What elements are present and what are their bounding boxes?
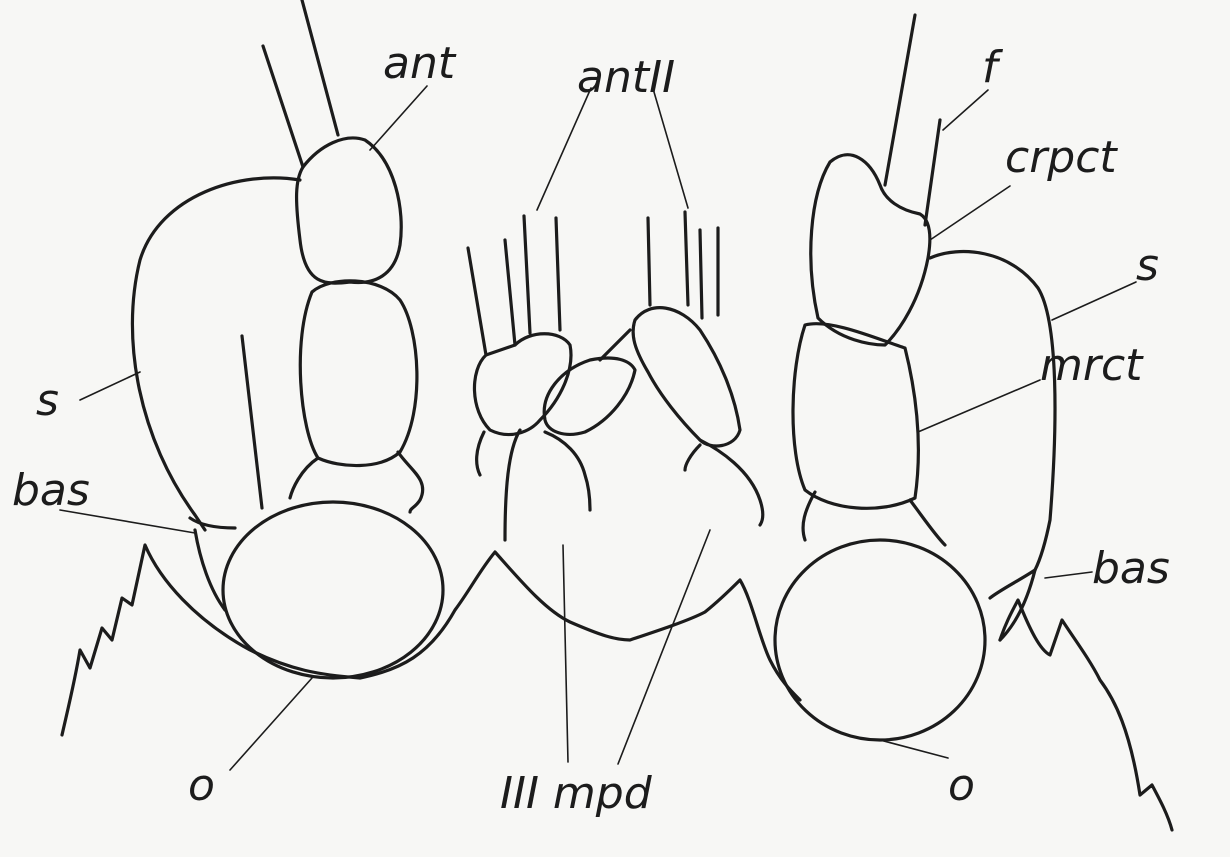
- left-flagellum: [263, 0, 338, 167]
- left-antennal-segment-2: [300, 281, 417, 466]
- label-o-left: o: [188, 760, 215, 811]
- right-scale: [930, 252, 1055, 570]
- left-scale: [132, 178, 300, 530]
- right-setae: [648, 212, 718, 318]
- leader-mpd: [618, 530, 710, 764]
- label-f: f: [982, 42, 1004, 93]
- right-basis: [990, 570, 1035, 640]
- label-s-right: s: [1136, 240, 1159, 291]
- leader-antII-left: [537, 88, 591, 210]
- label-bas-left: bas: [12, 465, 90, 516]
- right-oval-o: [775, 540, 985, 740]
- left-antII-lower: [477, 430, 590, 540]
- leader-f: [943, 90, 988, 130]
- label-antII: antII: [577, 52, 675, 103]
- leader-s-left: [80, 372, 140, 400]
- label-o-right: o: [948, 760, 975, 811]
- right-antII-lower: [685, 440, 763, 525]
- right-appendage: [775, 15, 1055, 740]
- right-flagellum: [885, 15, 940, 225]
- right-antennal-segment-2: [793, 324, 918, 509]
- label-bas-right: bas: [1092, 543, 1170, 594]
- right-antII-segment: [633, 308, 740, 446]
- leader-crpct: [930, 186, 1010, 240]
- leader-lines: [60, 86, 1136, 770]
- centre-junction: [600, 330, 630, 360]
- leader-o-left: [230, 678, 312, 770]
- leader-mrct: [918, 380, 1040, 432]
- label-crpct: crpct: [1005, 132, 1118, 183]
- leader-bas-right: [1045, 572, 1092, 578]
- label-iii-mpd: III mpd: [500, 768, 653, 819]
- leader-antII-right: [654, 92, 688, 208]
- right-antennal-segment-1: [811, 155, 930, 345]
- label-ant: ant: [383, 38, 457, 89]
- leader-o-right: [880, 740, 948, 758]
- left-antennal-segment-1: [297, 138, 402, 283]
- label-s-left: s: [36, 375, 59, 426]
- left-appendage: [132, 0, 443, 678]
- label-mrct: mrct: [1040, 340, 1144, 391]
- leader-ant: [370, 86, 427, 150]
- leader-iii: [563, 545, 568, 762]
- centre-structures: [468, 212, 763, 540]
- left-inner-rod: [242, 336, 262, 508]
- leader-s-right: [1052, 282, 1136, 320]
